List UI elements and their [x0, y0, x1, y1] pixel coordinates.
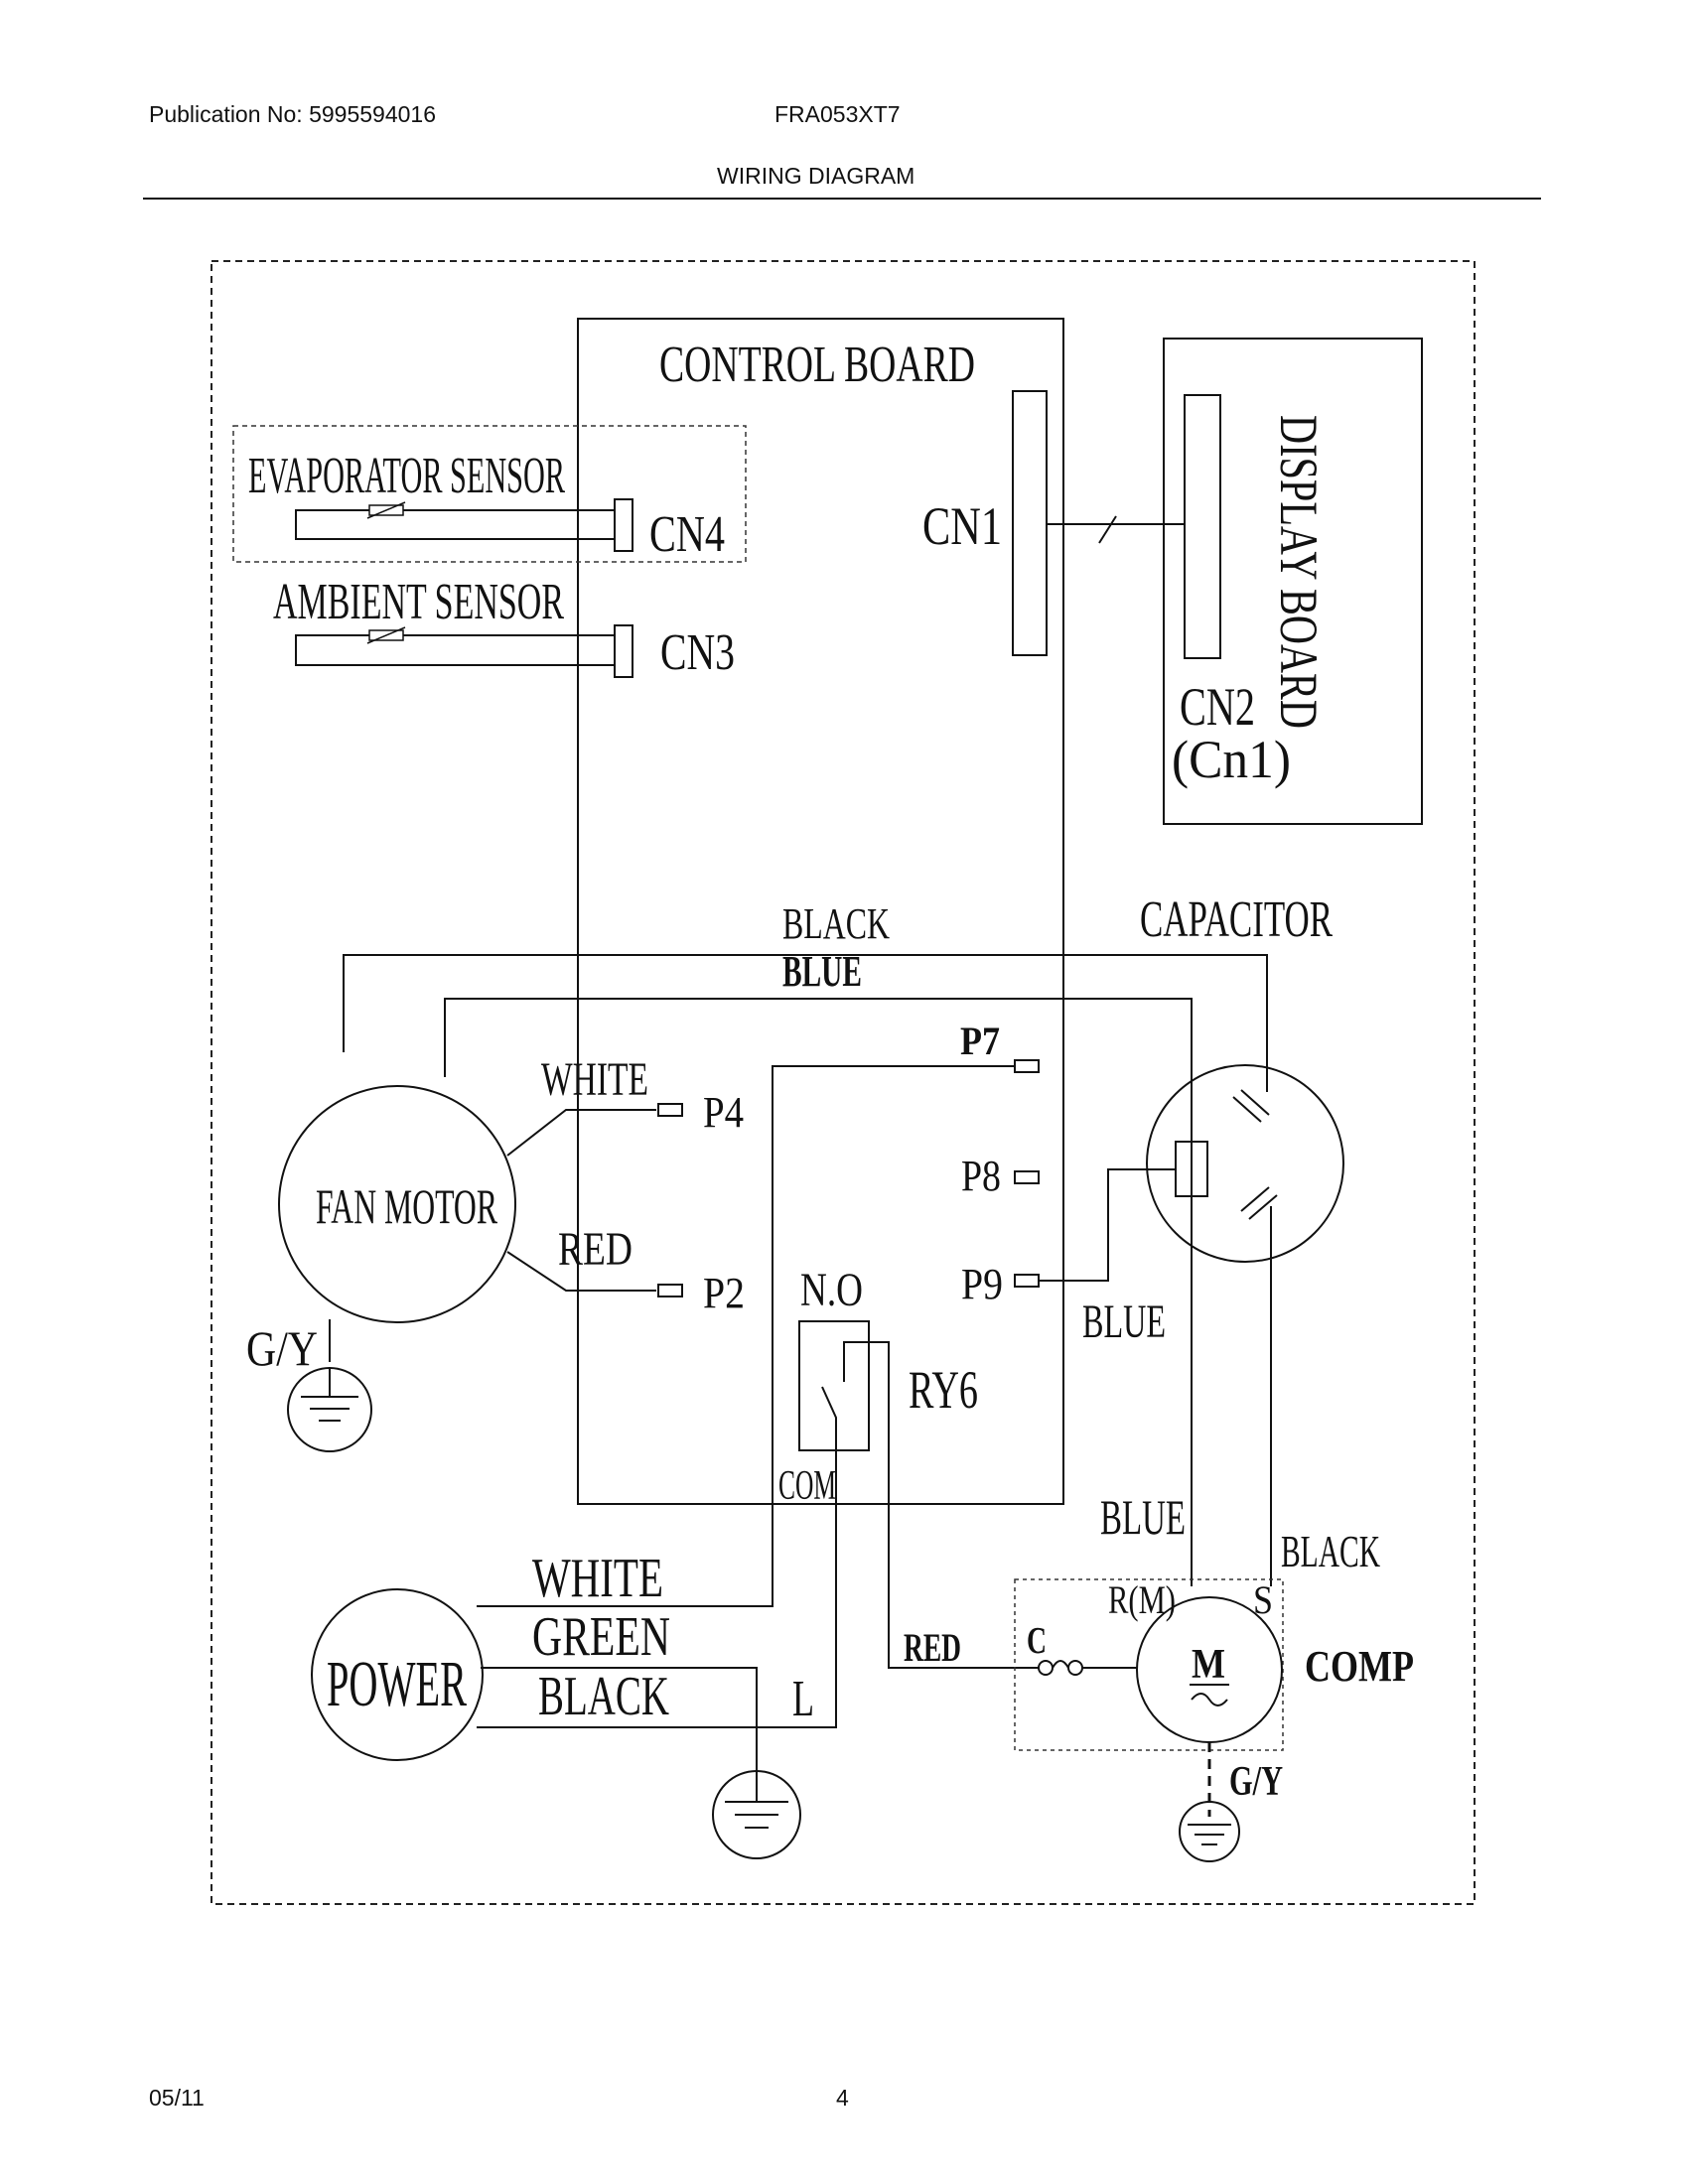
wire-white-fan: [506, 1109, 656, 1157]
cn3-connector: [614, 624, 633, 678]
wire-green-power: [481, 1667, 758, 1770]
p2-terminal: [657, 1284, 683, 1297]
p9-label: P9: [961, 1260, 1003, 1308]
line-l-label: L: [792, 1671, 814, 1727]
evaporator-sensor-wires: [295, 509, 615, 540]
relay-contact: [821, 1341, 890, 1504]
p9-terminal: [1014, 1274, 1040, 1288]
wire-red-comp: [888, 1504, 1016, 1669]
ambient-sensor-label: AMBIENT SENSOR: [273, 574, 564, 630]
overload-protector: [1038, 1660, 1054, 1676]
wire-white-fan-label: WHITE: [541, 1053, 648, 1106]
wire-blue-p9: [1039, 1168, 1176, 1282]
wire-relay-com: [477, 1450, 837, 1728]
wire-black-top: [343, 954, 1268, 1092]
relay-com-label: COM: [778, 1463, 836, 1509]
cn2-alt-label: (Cn1): [1172, 730, 1291, 789]
page-title: WIRING DIAGRAM: [717, 163, 915, 189]
relay-ry6: [798, 1320, 870, 1451]
p2-label: P2: [703, 1269, 745, 1317]
footer-date: 05/11: [149, 2085, 205, 2111]
wire-blue-comp-label: BLUE: [1100, 1489, 1186, 1545]
motor-symbol: M: [1192, 1642, 1225, 1688]
wire-red-fan: [506, 1251, 656, 1292]
header-rule: [143, 198, 1541, 200]
capacitor: [1146, 1064, 1344, 1263]
wire-red-comp-label: RED: [904, 1625, 961, 1670]
model-number: FRA053XT7: [774, 101, 901, 127]
control-board-box: [577, 318, 1064, 1505]
capacitor-label: CAPACITOR: [1140, 891, 1333, 948]
compressor-group: [1014, 1578, 1284, 1751]
cn4-connector: [614, 498, 633, 552]
diagram-border: [211, 260, 1476, 1905]
wire-blue-top: [444, 998, 1193, 1586]
cn2-label: CN2: [1180, 677, 1255, 737]
comp-label: COMP: [1305, 1642, 1414, 1691]
cn1-connector: [1012, 390, 1048, 656]
comp-s-label: S: [1253, 1577, 1273, 1622]
wire-blue-p9-label: BLUE: [1082, 1296, 1166, 1348]
evaporator-sensor-group: [232, 425, 747, 563]
capacitor-terminal: [1175, 1141, 1208, 1197]
cn3-label: CN3: [660, 624, 735, 681]
power-source: [311, 1588, 484, 1761]
publication-number: Publication No: 5995594016: [149, 101, 437, 127]
fan-motor: [278, 1085, 516, 1323]
wire-white-power-label: WHITE: [532, 1548, 663, 1609]
p8-label: P8: [961, 1152, 1001, 1200]
wire-red-fan-label: RED: [558, 1223, 633, 1276]
p4-terminal: [657, 1103, 683, 1117]
ambient-sensor-wires: [295, 634, 615, 666]
p8-terminal: [1014, 1170, 1040, 1184]
wire-p7: [477, 1065, 1015, 1607]
cn2-connector: [1184, 394, 1221, 659]
bus-slash: [1098, 515, 1117, 544]
fan-motor-label: FAN MOTOR: [316, 1178, 497, 1234]
p7-terminal: [1014, 1059, 1040, 1073]
gy-fan-label: G/Y: [246, 1320, 318, 1376]
p4-label: P4: [703, 1088, 744, 1137]
power-label: POWER: [327, 1648, 467, 1720]
page-number: 4: [836, 2085, 849, 2111]
ground-comp: [1179, 1801, 1240, 1862]
wire-black-power-label: BLACK: [538, 1666, 669, 1727]
display-board-box: [1163, 338, 1423, 825]
display-board-label: DISPLAY BOARD: [1269, 415, 1329, 729]
wire-black-top-label: BLACK: [782, 899, 890, 948]
gy-comp-label: G/Y: [1229, 1759, 1283, 1805]
relay-no-label: N.O: [800, 1264, 863, 1316]
control-board-label: CONTROL BOARD: [659, 337, 975, 393]
relay-label: RY6: [909, 1360, 978, 1420]
comp-r-label: R(M): [1108, 1577, 1176, 1622]
cn1-label: CN1: [922, 496, 1002, 556]
evaporator-sensor-label: EVAPORATOR SENSOR: [248, 448, 565, 504]
p7-label: P7: [960, 1019, 1000, 1063]
comp-c-label: C: [1027, 1620, 1047, 1662]
cn4-label: CN4: [649, 506, 725, 563]
wire-black-comp-label: BLACK: [1281, 1526, 1380, 1576]
wire-green-power-label: GREEN: [532, 1606, 670, 1668]
